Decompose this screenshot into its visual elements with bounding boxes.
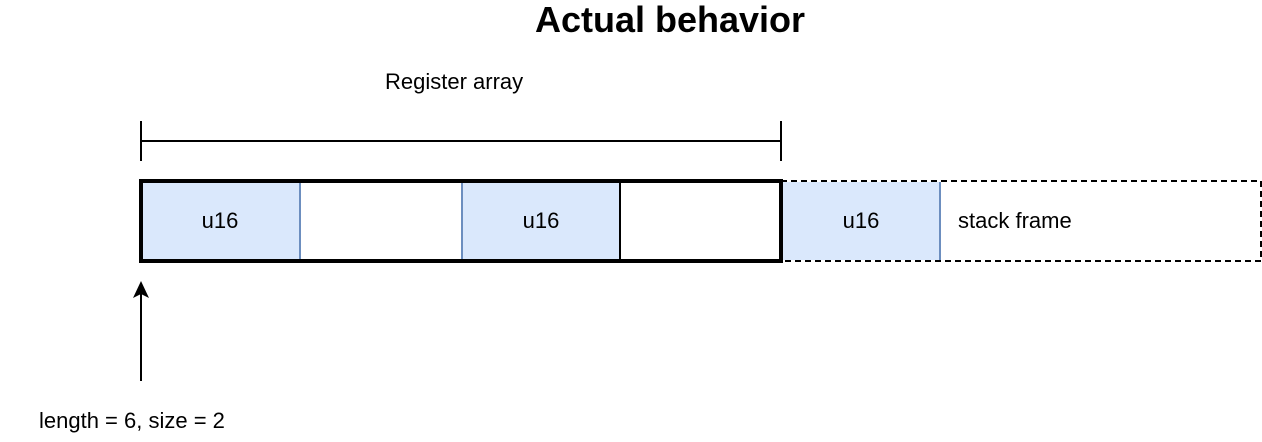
register-array-label: Register array [385,69,524,94]
pointer-label: length = 6, size = 2 [39,408,225,433]
register-cell-3: u16 [461,181,621,261]
stack-frame-label: stack frame [958,208,1072,233]
pointer-arrow-head [133,281,149,298]
register-cell-1: u16 [141,181,301,261]
diagram-title: Actual behavior [534,0,806,40]
overflow-cell: u16 [783,182,941,260]
register-array-outline [139,179,783,263]
